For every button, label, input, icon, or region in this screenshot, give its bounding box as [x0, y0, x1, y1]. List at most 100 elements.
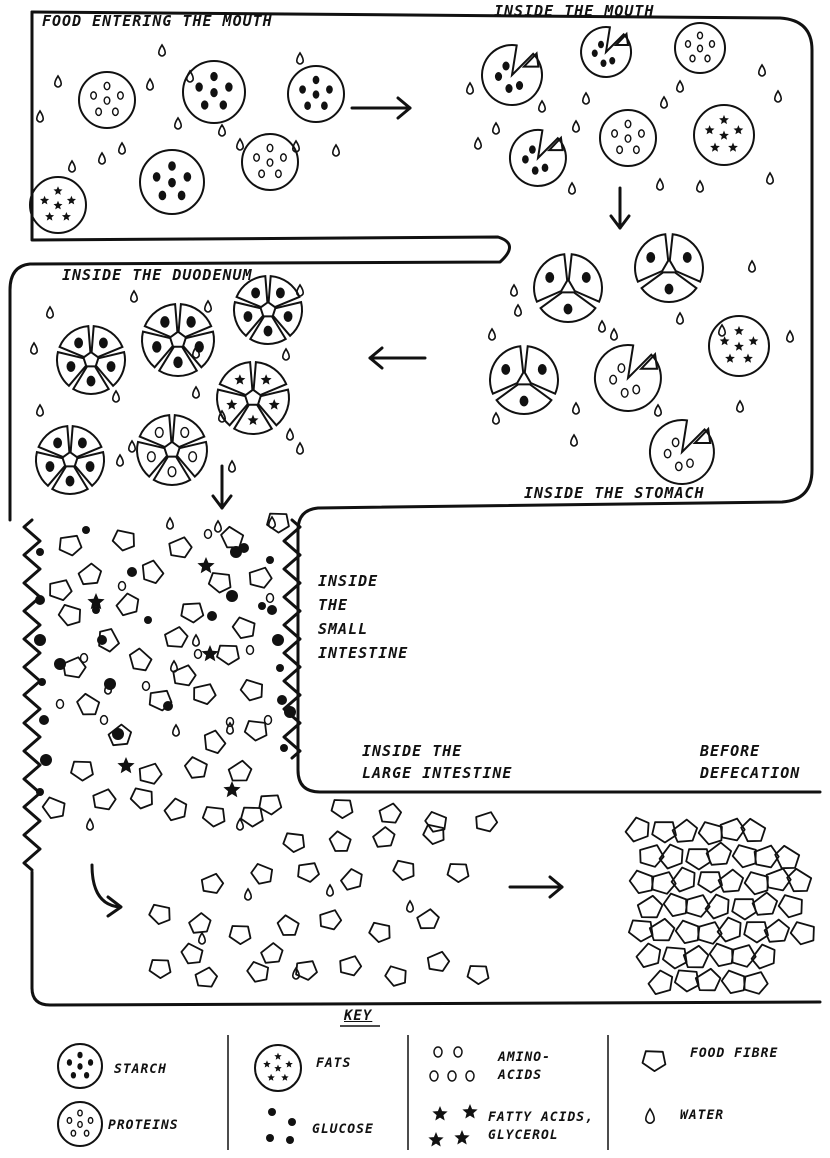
glucose-icon — [226, 590, 238, 602]
water-drop-icon — [467, 83, 473, 94]
amino-acid-icon — [143, 682, 150, 691]
water-drop-icon — [245, 889, 251, 900]
arrow-curved-icon — [92, 865, 121, 916]
key-label-fatty-2: GLYCEROL — [488, 1128, 559, 1144]
glucose-icon — [163, 701, 173, 711]
fatty-acid-icon — [197, 557, 214, 573]
water-drop-icon — [493, 413, 499, 424]
food-fibre-icon — [640, 845, 664, 867]
food-fibre-icon — [241, 808, 263, 827]
key-label-proteins: PROTEINS — [108, 1118, 179, 1134]
food-fibre-icon — [71, 762, 93, 781]
food-fibre-icon — [298, 863, 319, 882]
label-defecation-2: DEFECATION — [700, 764, 800, 783]
fatty-acid-icon — [462, 1104, 477, 1119]
key-label-fatty-1: FATTY ACIDS, — [488, 1110, 594, 1126]
food-fibre-icon — [202, 874, 223, 893]
amino-acid-icon — [448, 1071, 456, 1081]
amino-acid-icon — [81, 654, 88, 663]
water-drop-icon — [539, 101, 545, 112]
glucose-icon — [268, 1108, 276, 1116]
water-drop-icon — [677, 81, 683, 92]
label-small-intestine-1: INSIDE — [318, 572, 378, 591]
amino-acid-icon — [430, 1071, 438, 1081]
food-fibre-icon — [719, 870, 744, 892]
food-fibre-icon — [247, 962, 268, 982]
chewed-starch-particle — [482, 45, 542, 105]
glucose-icon — [280, 744, 288, 752]
fat-particle — [30, 177, 86, 233]
label-inside-duodenum: INSIDE THE DUODENUM — [62, 266, 253, 285]
food-fibre-icon — [675, 970, 699, 991]
food-fibre-icon — [393, 861, 413, 880]
food-fibre-icon — [221, 527, 243, 548]
water-drop-icon — [569, 183, 575, 194]
food-fibre-icon — [241, 680, 262, 701]
food-fibre-icon — [385, 966, 406, 986]
water-drop-icon — [759, 65, 765, 76]
food-fibre-icon — [755, 846, 779, 868]
key-starch-icon — [58, 1044, 102, 1088]
water-drop-icon — [573, 403, 579, 414]
water-drop-icon — [775, 91, 781, 102]
water-drop-icon — [55, 76, 61, 87]
glucose-icon — [97, 635, 107, 645]
digested-starch-particle — [635, 234, 703, 302]
food-fibre-icon — [744, 972, 768, 994]
protein-particle — [600, 110, 656, 166]
food-fibre-icon — [673, 820, 698, 842]
glucose-icon — [36, 548, 44, 556]
label-inside-mouth: INSIDE THE MOUTH — [494, 2, 655, 21]
food-fibre-icon — [423, 825, 443, 844]
key-label-water: WATER — [680, 1108, 724, 1124]
food-fibre-icon — [630, 871, 654, 894]
glucose-icon — [36, 788, 44, 796]
water-drop-icon — [599, 321, 605, 332]
label-small-intestine-4: INTESTINE — [318, 644, 408, 663]
water-drop-icon — [47, 307, 53, 318]
starch-particle — [183, 61, 245, 123]
chewed-protein-particle — [595, 345, 661, 411]
food-fibre-icon — [417, 909, 439, 928]
water-drop-icon — [215, 521, 221, 532]
water-drop-icon — [767, 173, 773, 184]
protein-particle — [675, 23, 725, 73]
fatty-acid-icon — [454, 1130, 469, 1145]
food-fibre-icon — [428, 952, 449, 971]
key-fat-icon — [255, 1045, 301, 1091]
label-inside-stomach: INSIDE THE STOMACH — [524, 484, 705, 503]
food-fibre-icon — [59, 605, 80, 626]
glucose-icon — [266, 556, 274, 564]
food-fibre-icon — [230, 926, 251, 944]
chewed-starch-particle — [581, 27, 631, 77]
water-drop-icon — [131, 291, 137, 302]
food-fibre-icon — [169, 537, 191, 557]
food-fibre-icon — [744, 922, 768, 942]
food-fibre-icon — [140, 764, 162, 784]
glucose-icon — [284, 706, 296, 718]
glucose-icon — [258, 602, 266, 610]
water-drop-icon — [173, 725, 179, 736]
food-fibre-icon — [626, 818, 649, 842]
food-fibre-icon — [181, 944, 202, 964]
food-fibre-icon — [43, 797, 65, 818]
water-drop-icon — [219, 125, 225, 136]
food-fibre-icon — [638, 896, 663, 918]
water-drop-icon — [229, 461, 235, 472]
glucose-icon — [82, 526, 90, 534]
water-drop-icon — [511, 285, 517, 296]
water-drop-icon — [297, 443, 303, 454]
water-drop-icon — [31, 343, 37, 354]
key-title: KEY — [344, 1008, 372, 1025]
food-fibre-icon — [209, 573, 231, 593]
food-particles — [30, 23, 814, 1147]
food-fibre-icon — [251, 864, 272, 884]
glucose-icon — [144, 616, 152, 624]
water-drop-icon — [171, 661, 177, 672]
food-fibre-icon — [194, 684, 216, 704]
food-fibre-icon — [203, 807, 225, 827]
food-fibre-icon — [259, 795, 281, 814]
food-fibre-icon — [217, 646, 239, 665]
food-fibre-icon — [779, 895, 802, 917]
